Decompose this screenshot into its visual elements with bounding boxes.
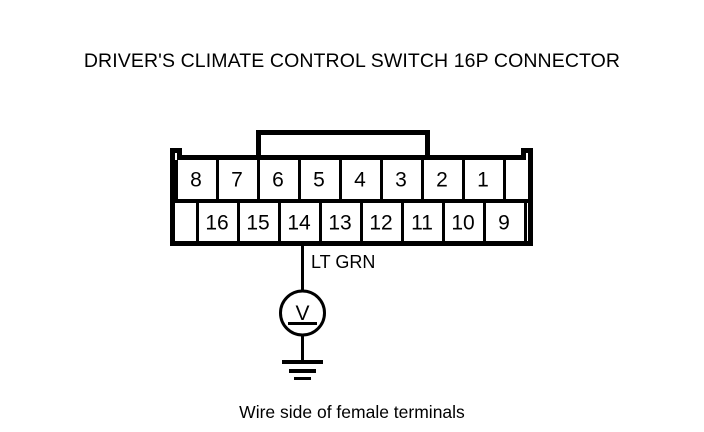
pin-label-10: 10 — [451, 212, 474, 235]
bottom-row-cells — [196, 203, 527, 243]
top-row-labels: 8 7 6 5 4 3 2 1 — [190, 169, 489, 192]
pin-label-6: 6 — [272, 169, 284, 192]
pin-label-7: 7 — [231, 169, 243, 192]
latch-tab-icon — [256, 130, 430, 157]
wire-to-ground — [301, 335, 304, 361]
voltmeter-icon: V — [279, 289, 326, 337]
pin-label-2: 2 — [436, 169, 448, 192]
pin-label-14: 14 — [287, 212, 311, 235]
row-divider — [170, 199, 533, 203]
connector-body — [170, 148, 533, 246]
pin-label-3: 3 — [395, 169, 407, 192]
pin-label-9: 9 — [498, 212, 510, 235]
voltmeter-letter: V — [295, 302, 309, 325]
top-row-cells — [175, 160, 506, 200]
pin-label-15: 15 — [246, 212, 269, 235]
pin-label-1: 1 — [477, 169, 489, 192]
pin-label-11: 11 — [411, 212, 433, 235]
bottom-row-labels: 16 15 14 13 12 11 10 9 — [205, 212, 510, 235]
pin-label-16: 16 — [205, 212, 228, 235]
wire-color-label: LT GRN — [311, 252, 376, 272]
pin-label-4: 4 — [354, 169, 366, 192]
wire-lt-grn — [301, 243, 304, 291]
pin-label-12: 12 — [369, 212, 392, 235]
page-title: DRIVER'S CLIMATE CONTROL SWITCH 16P CONN… — [83, 50, 621, 72]
figure-caption: Wire side of female terminals — [239, 402, 465, 422]
pin-label-13: 13 — [328, 212, 351, 235]
pin-label-5: 5 — [313, 169, 325, 192]
ground-icon — [282, 360, 323, 380]
pin-label-8: 8 — [190, 169, 202, 192]
